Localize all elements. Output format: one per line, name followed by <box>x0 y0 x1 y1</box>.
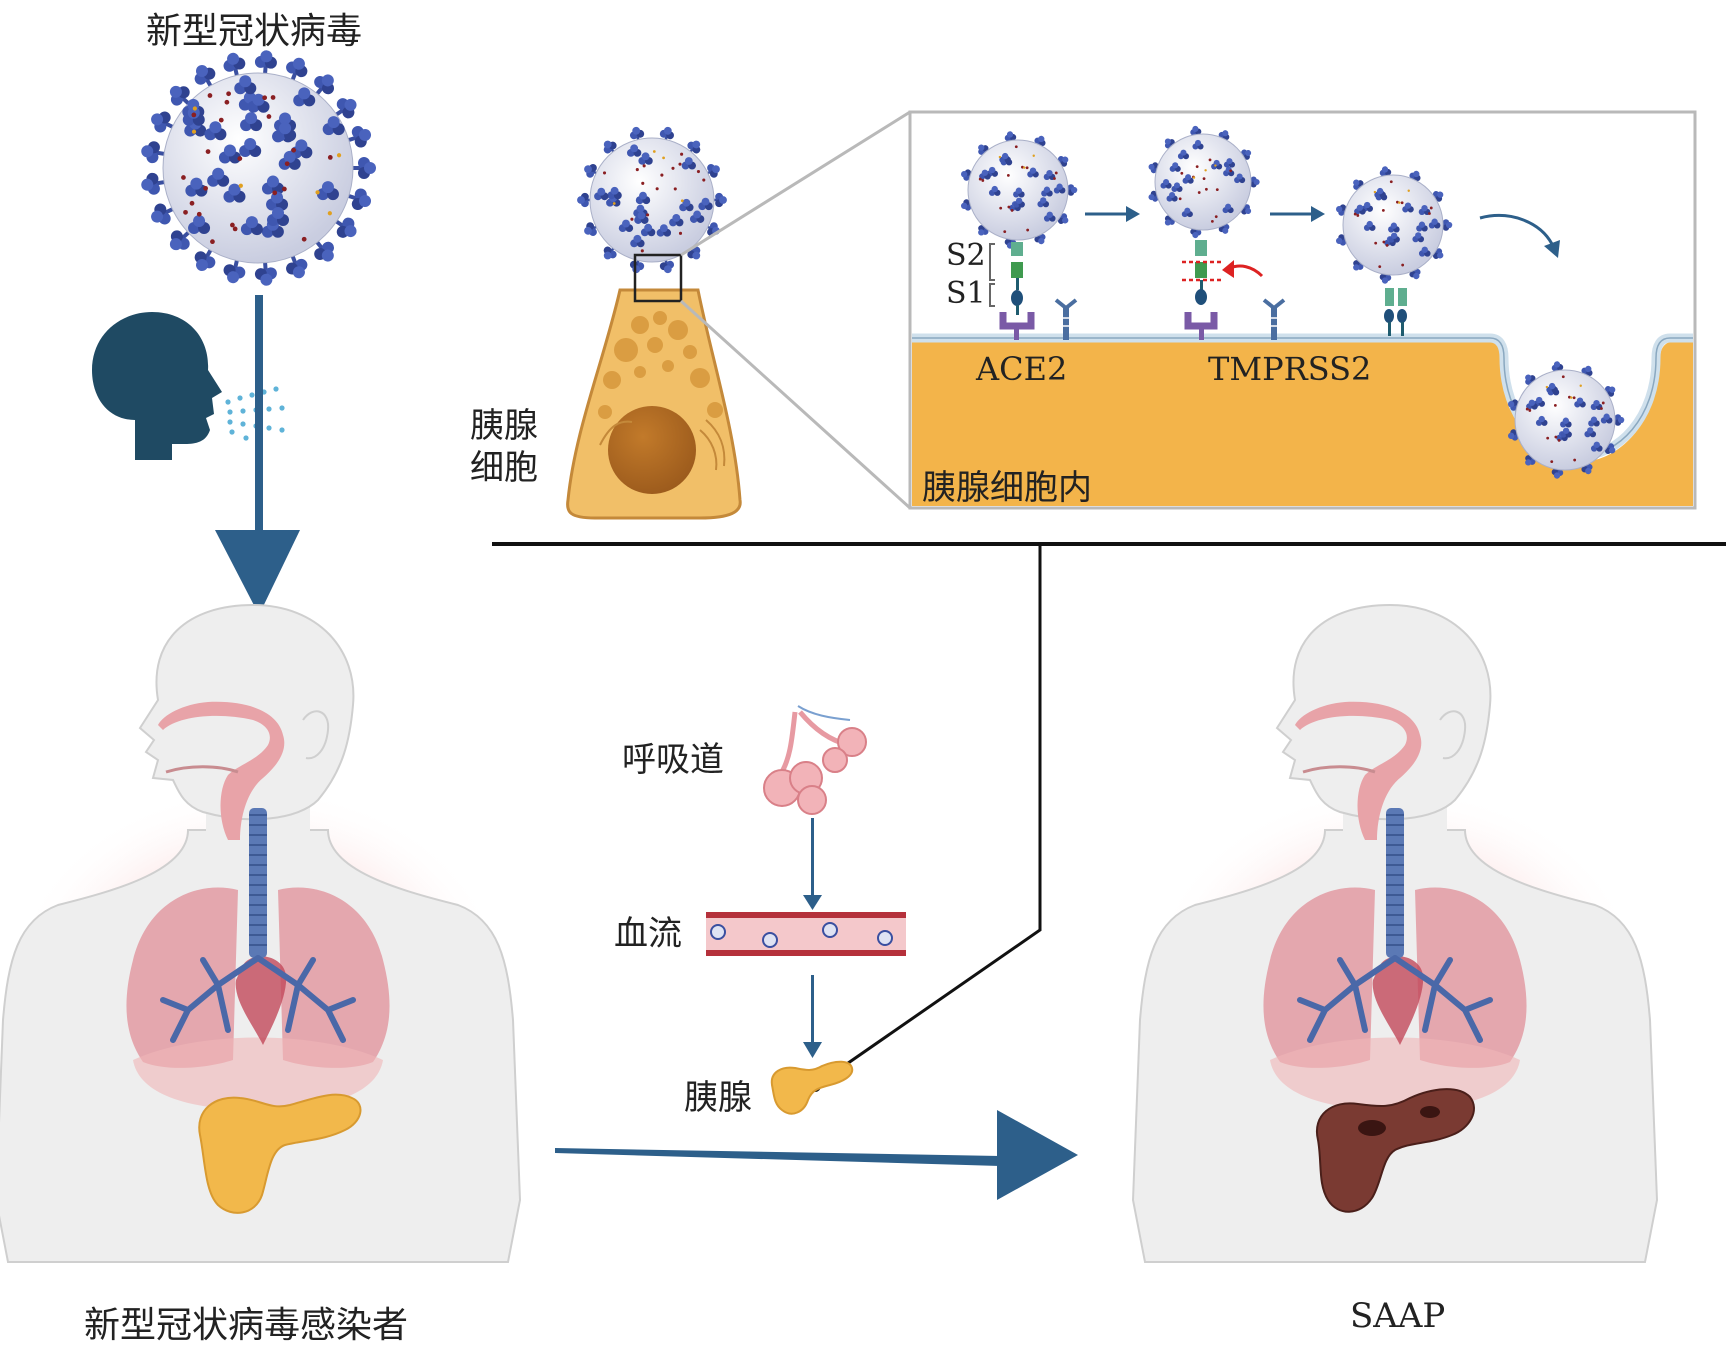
virus-endocytosed <box>1506 360 1625 480</box>
virus-stage-2 <box>1147 125 1260 239</box>
s1-label: S1 <box>946 276 986 311</box>
infected-person-label: 新型冠状病毒感染者 <box>84 1305 409 1346</box>
s-bracket <box>989 243 995 307</box>
zoom-line-top <box>680 110 911 257</box>
coronavirus-at-cell-illustration <box>577 125 727 275</box>
zoom-line-bottom <box>679 299 912 510</box>
pancreatic-cell-illustration <box>566 288 742 520</box>
virus-stage-1 <box>959 130 1078 250</box>
tmprss2-receptor-icon-2 <box>1262 298 1286 340</box>
spike-cleavage-stage-2 <box>1182 240 1264 340</box>
spike-s1-s2-stage-1 <box>1011 242 1023 315</box>
infection-down-arrow <box>215 295 300 615</box>
saap-label: SAAP <box>1350 1296 1446 1336</box>
pancreatic-cell-label: 胰腺 细胞 <box>470 405 538 489</box>
diseased-pancreas-organ <box>1315 1088 1475 1213</box>
healthy-pancreas-organ <box>198 1093 362 1214</box>
virus-stage-3 <box>1334 165 1453 285</box>
pointer-line <box>814 544 1042 1088</box>
panel-step-arrows <box>1085 206 1560 258</box>
bloodstream-vessel-icon <box>706 912 906 956</box>
s2-label: S2 <box>946 238 986 273</box>
pancreatic-cell-label-line1: 胰腺 <box>470 406 538 446</box>
respiratory-tract-icon <box>763 705 867 815</box>
virus-title-label: 新型冠状病毒 <box>146 11 363 52</box>
intracellular-label: 胰腺细胞内 <box>922 468 1092 508</box>
coronavirus-illustration <box>139 49 376 287</box>
ace2-receptor-icon <box>999 312 1035 340</box>
tmprss2-receptor-icon-1 <box>1054 298 1078 340</box>
tmprss2-label: TMPRSS2 <box>1208 350 1372 388</box>
middle-down-arrows <box>803 818 822 1058</box>
pancreatic-cell-label-line2: 细胞 <box>470 448 538 488</box>
saap-person-body <box>1131 603 1659 1263</box>
ace2-label: ACE2 <box>976 350 1068 388</box>
progression-right-arrow <box>555 1110 1078 1200</box>
fusion-spike-stage-3 <box>1384 288 1407 336</box>
bloodstream-label: 血流 <box>614 914 682 954</box>
infected-person-body <box>0 603 522 1263</box>
small-pancreas-icon <box>770 1060 854 1115</box>
respiratory-tract-label: 呼吸道 <box>622 740 724 780</box>
pancreas-label: 胰腺 <box>684 1078 752 1118</box>
zoom-box <box>633 253 683 303</box>
